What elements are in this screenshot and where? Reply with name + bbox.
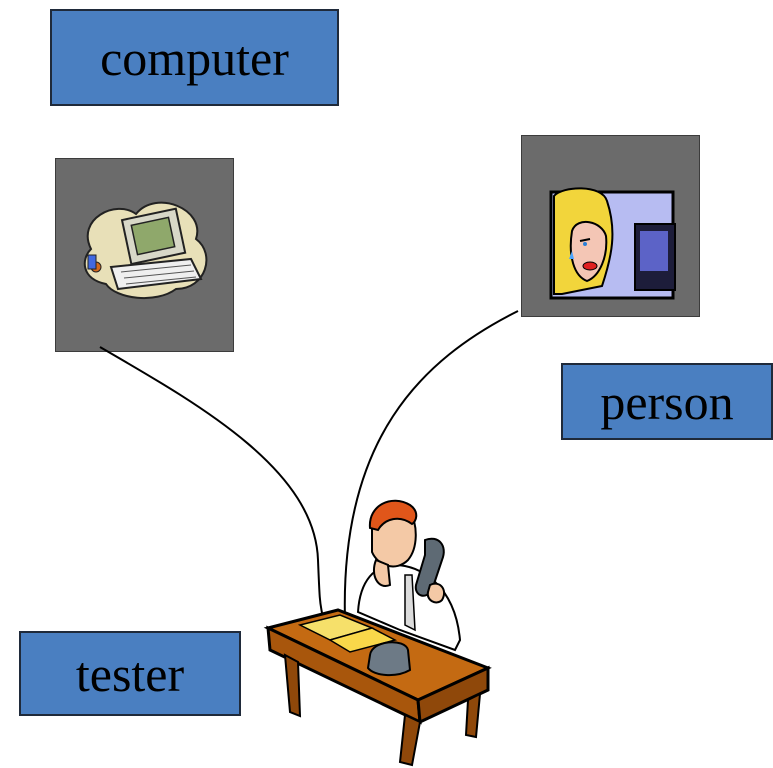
- computer-label: computer: [50, 9, 339, 106]
- computer-clipart-icon: [83, 201, 208, 300]
- person-panel: [521, 135, 700, 317]
- man-on-phone-at-desk-clipart-icon: [263, 499, 492, 767]
- wire-computer-to-tester: [99, 346, 324, 620]
- person-label: person: [561, 363, 773, 440]
- computer-label-text: computer: [100, 29, 289, 86]
- wire-person-to-tester: [343, 310, 519, 621]
- person-label-text: person: [600, 373, 734, 430]
- woman-at-computer-clipart-icon: [549, 187, 676, 300]
- tester-label-text: tester: [75, 645, 185, 702]
- computer-panel: [55, 158, 234, 352]
- tester-label: tester: [19, 631, 241, 716]
